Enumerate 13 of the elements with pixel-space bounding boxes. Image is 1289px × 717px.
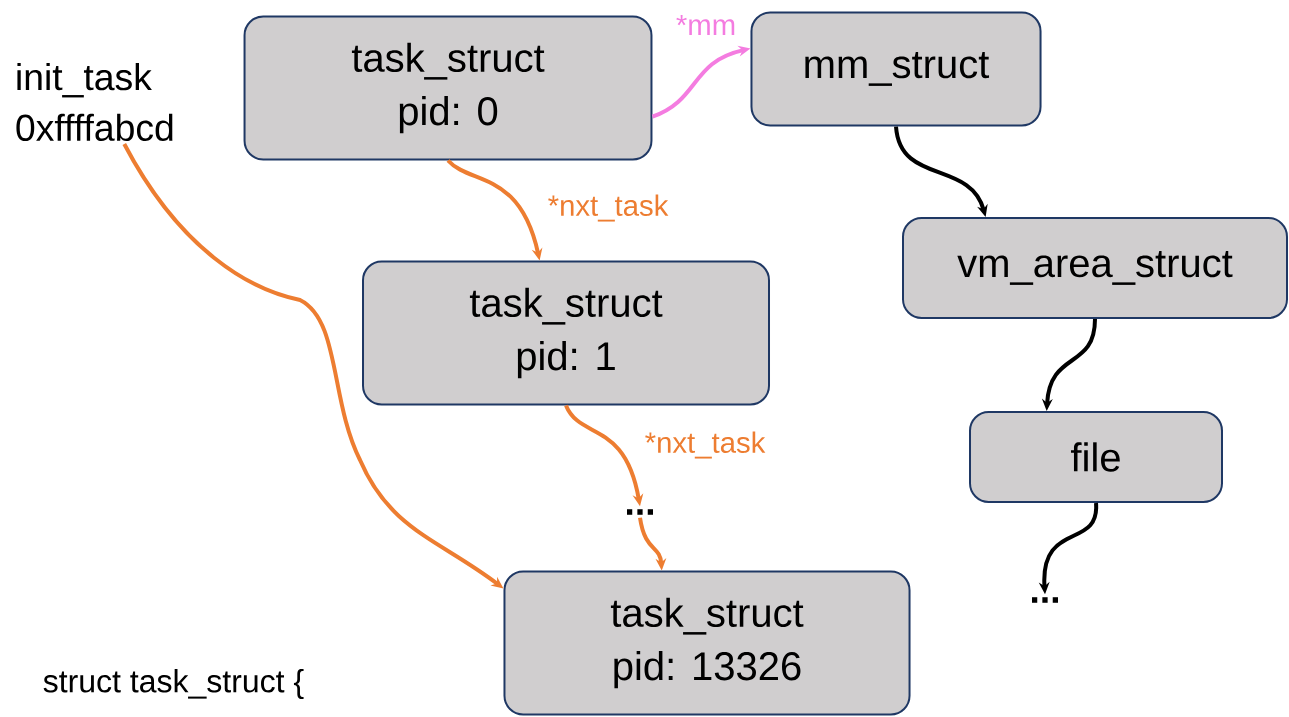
edge-label: *mm — [674, 13, 738, 37]
struct-box: vm_area_struct — [902, 217, 1288, 319]
code-text: struct task_struct { — [43, 669, 304, 699]
ellipsis: ... — [627, 509, 653, 515]
struct-box: file — [969, 411, 1223, 503]
struct-box: task_struct pid: 0 — [243, 15, 653, 161]
pointer-label: init_task 0xffffabcd — [16, 62, 173, 142]
ellipsis: ... — [1032, 597, 1058, 603]
edge-label: *nxt_task — [546, 193, 670, 223]
struct-box: mm_struct — [750, 11, 1042, 127]
struct-box: task_struct pid: 1 — [362, 260, 770, 406]
struct-box: task_struct pid: 13326 — [503, 570, 911, 716]
edge-label: *nxt_task — [643, 430, 767, 460]
